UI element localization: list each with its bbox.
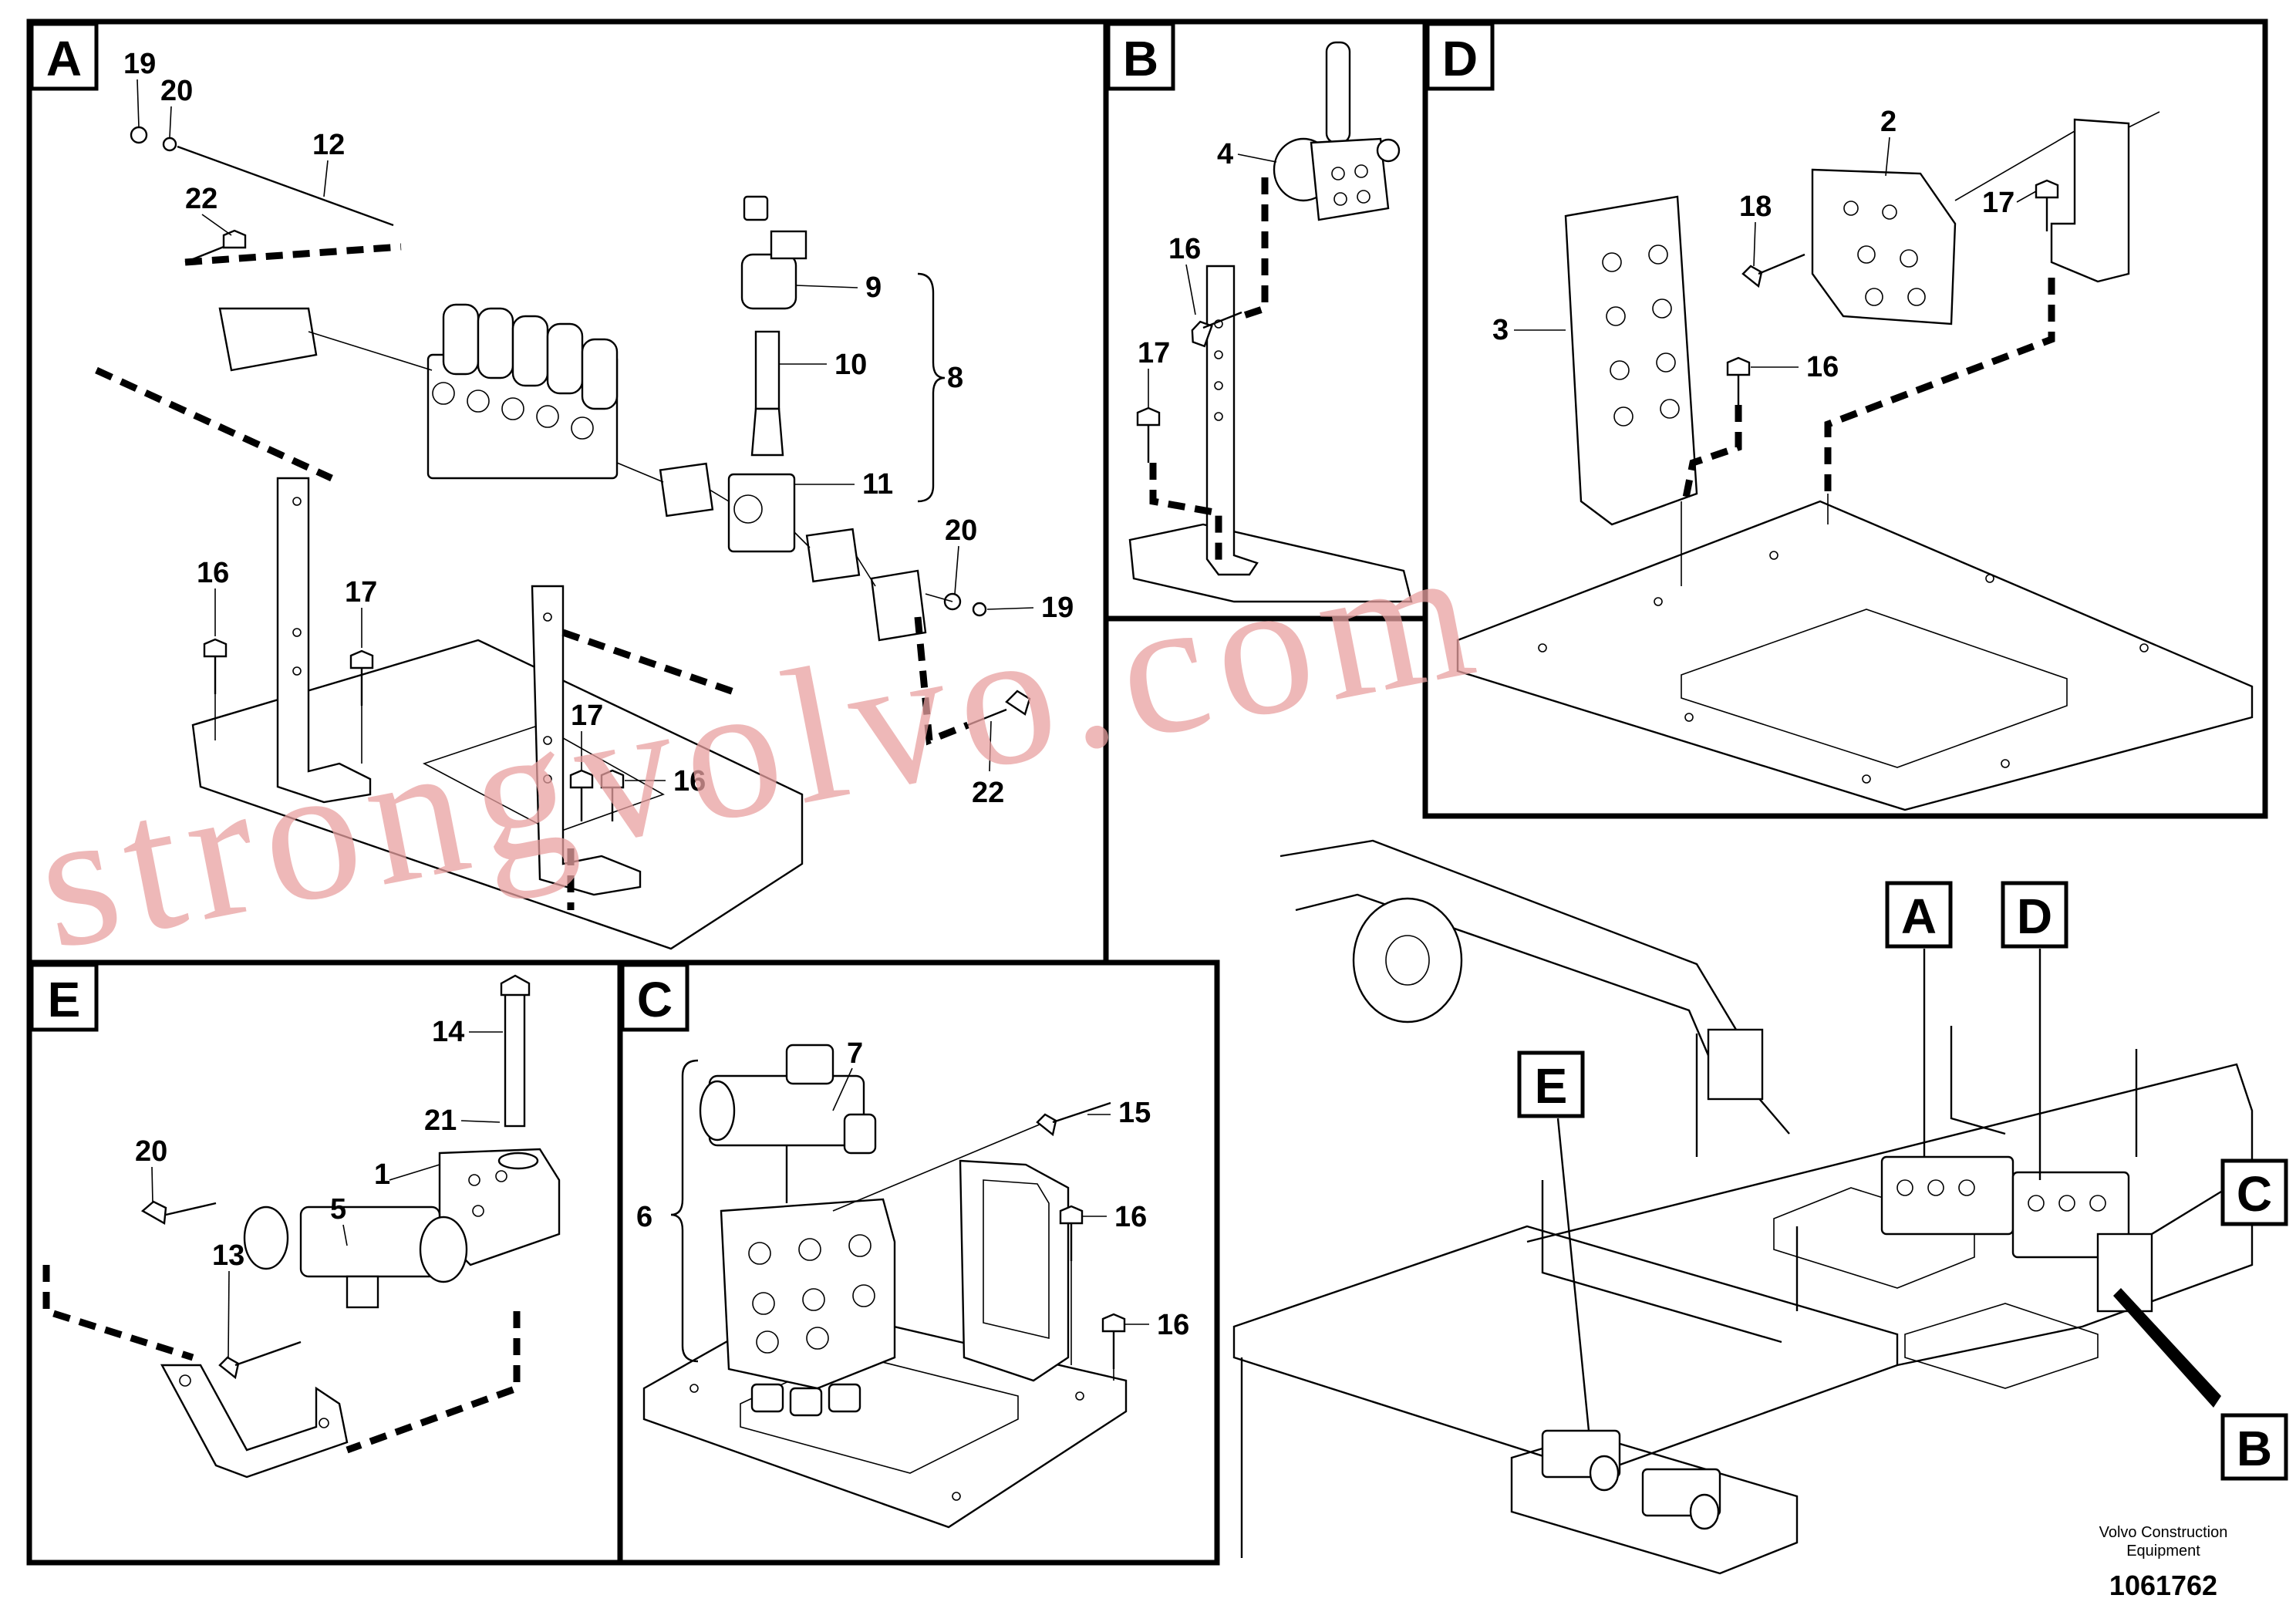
overview-marker-c: C <box>2220 1158 2288 1226</box>
callout-7: 7 <box>847 1037 863 1070</box>
callout-13: 13 <box>212 1239 244 1272</box>
callout-18: 18 <box>1739 191 1772 223</box>
svg-text:C: C <box>637 972 673 1027</box>
panel-e-drawing <box>42 974 561 1479</box>
panel-c-label: C <box>620 963 689 1032</box>
panel-a-drawing <box>95 126 1031 950</box>
callout-16: 16 <box>673 765 706 798</box>
watermark: strongvolvo.com <box>22 501 1499 990</box>
overview-marker-d: D <box>2001 881 2068 949</box>
svg-text:A: A <box>46 31 82 86</box>
callout-6: 6 <box>636 1201 652 1233</box>
callout-5: 5 <box>330 1193 346 1226</box>
callout-16: 16 <box>1168 233 1201 265</box>
company-name-line2: Equipment <box>2126 1543 2200 1560</box>
panel-d-frame <box>1422 19 2268 819</box>
callout-1: 1 <box>374 1158 390 1191</box>
callout-labels: 19 20 12 22 9 10 8 11 20 19 16 17 17 16 … <box>123 48 2037 1358</box>
callout-19: 19 <box>123 48 156 80</box>
callout-17: 17 <box>345 576 377 609</box>
panel-d-label: D <box>1425 22 1495 91</box>
callout-17: 17 <box>1982 187 2014 219</box>
callout-4: 4 <box>1217 138 1233 170</box>
callout-16: 16 <box>1157 1309 1189 1341</box>
overview-marker-a: A <box>1885 881 1953 949</box>
panel-b-drawing <box>1128 41 1413 603</box>
svg-text:E: E <box>1535 1058 1568 1114</box>
svg-text:A: A <box>1901 889 1937 944</box>
callout-15: 15 <box>1118 1097 1151 1129</box>
svg-text:C: C <box>2237 1166 2272 1222</box>
callout-3: 3 <box>1492 314 1509 346</box>
callout-17: 17 <box>571 700 603 732</box>
callout-12: 12 <box>312 129 345 161</box>
callout-10: 10 <box>834 349 867 381</box>
callout-20: 20 <box>160 75 193 107</box>
callout-20: 20 <box>945 514 977 547</box>
svg-text:B: B <box>2237 1421 2272 1476</box>
panel-b-label: B <box>1106 22 1175 91</box>
panel-c-drawing <box>642 1044 1128 1529</box>
callout-16: 16 <box>197 557 229 589</box>
svg-text:D: D <box>2017 889 2052 944</box>
callout-17: 17 <box>1138 337 1170 369</box>
panel-d-drawing <box>1456 111 2254 811</box>
callout-16: 16 <box>1114 1201 1147 1233</box>
callout-8: 8 <box>947 362 963 394</box>
callout-22: 22 <box>185 183 217 215</box>
callout-16: 16 <box>1806 351 1839 383</box>
panel-a-label: A <box>29 22 99 91</box>
callout-21: 21 <box>424 1104 457 1137</box>
company-name: Volvo Construction <box>2099 1524 2228 1541</box>
svg-text:B: B <box>1123 31 1158 86</box>
svg-text:D: D <box>1442 31 1478 86</box>
callout-14: 14 <box>432 1016 464 1048</box>
callout-2: 2 <box>1880 106 1896 138</box>
overview-drawing: A D E C B <box>1232 839 2288 1575</box>
callout-9: 9 <box>865 271 882 304</box>
callout-20: 20 <box>135 1135 167 1168</box>
document-number: 1061762 <box>2109 1570 2217 1601</box>
callout-11: 11 <box>862 468 893 501</box>
svg-text:E: E <box>48 972 81 1027</box>
panel-e-label: E <box>29 963 99 1032</box>
callout-19: 19 <box>1041 592 1074 624</box>
panel-c-frame <box>617 959 1220 1566</box>
overview-marker-e: E <box>1517 1050 1585 1118</box>
callout-22: 22 <box>972 777 1004 809</box>
overview-marker-b: B <box>2220 1413 2288 1481</box>
